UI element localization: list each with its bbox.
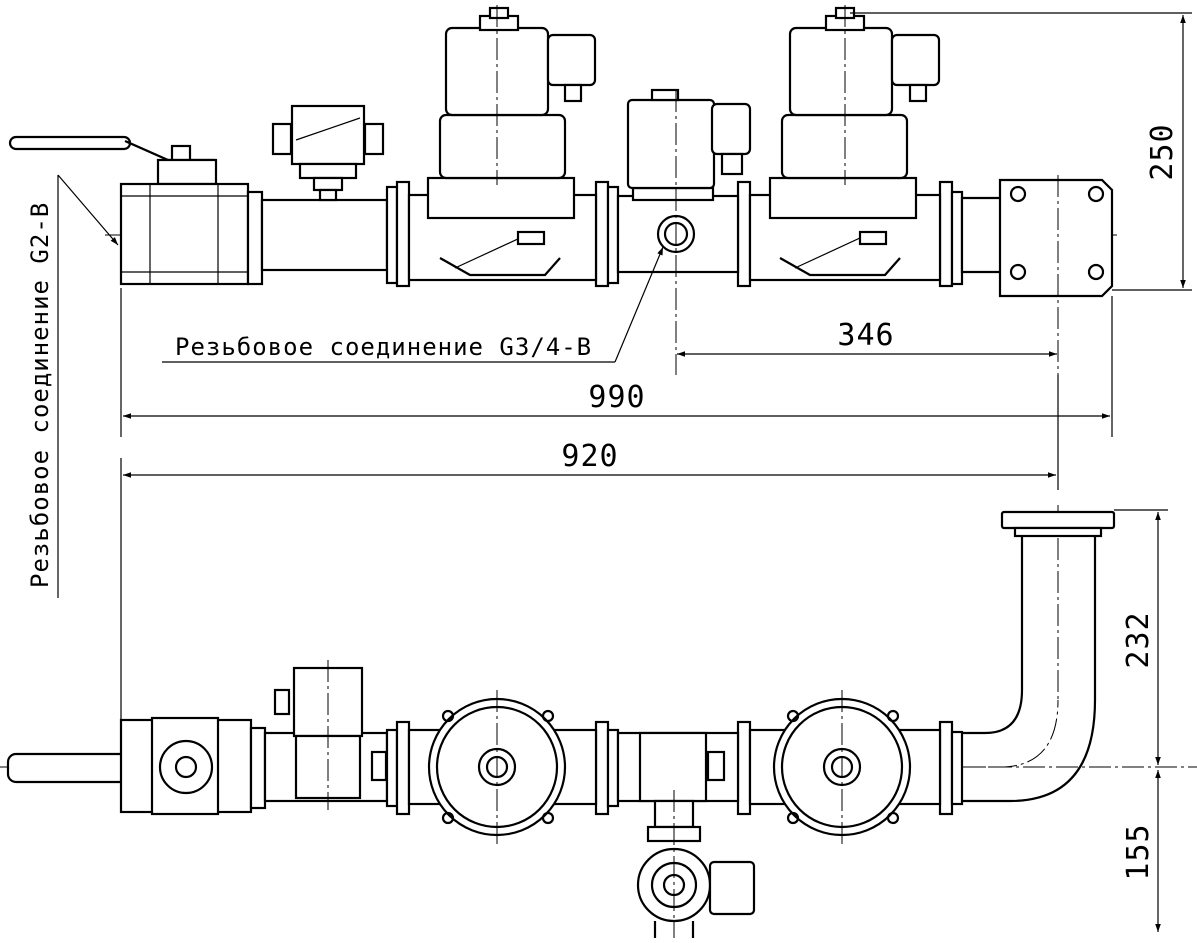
elbow-pipe-plan [962,505,1116,803]
solenoid-valve-1-front [407,5,598,282]
thread-g34-label: Резьбовое соединение G3/4-B [175,333,592,361]
plan-view [0,505,1197,938]
dimension-232: 232 [1114,509,1168,765]
pressure-switch-plan [263,660,389,810]
small-solenoid-front [616,88,752,375]
dimension-250: 250 [850,12,1192,291]
dim-250-label: 250 [1145,123,1180,180]
dimension-990: 990 [120,288,1113,437]
solenoid-valve-2-plan [748,690,942,845]
solenoid-valve-2-front [748,5,942,282]
pressure-switch-front [260,104,389,272]
solenoid-valve-1-plan [407,690,598,845]
leader-g34: Резьбовое соединение G3/4-B [162,246,664,363]
dim-920-label: 920 [561,439,618,474]
flanges-plan [385,720,964,816]
dim-155-label: 155 [1121,823,1156,880]
outlet-flange-front [960,175,1114,375]
dim-990-label: 990 [588,380,645,415]
dimension-346: 346 [677,318,1057,357]
dim-346-label: 346 [837,318,894,353]
dim-232-label: 232 [1121,611,1156,668]
thread-g2-label: Резьбовое соединение G2-B [26,202,54,588]
front-view [8,5,1120,375]
dimension-920: 920 [120,375,1059,720]
leader-g2: Резьбовое соединение G2-B [26,174,119,598]
small-solenoid-plan [616,731,756,938]
dimension-155: 155 [1121,770,1161,932]
ball-valve-plan [6,716,267,816]
